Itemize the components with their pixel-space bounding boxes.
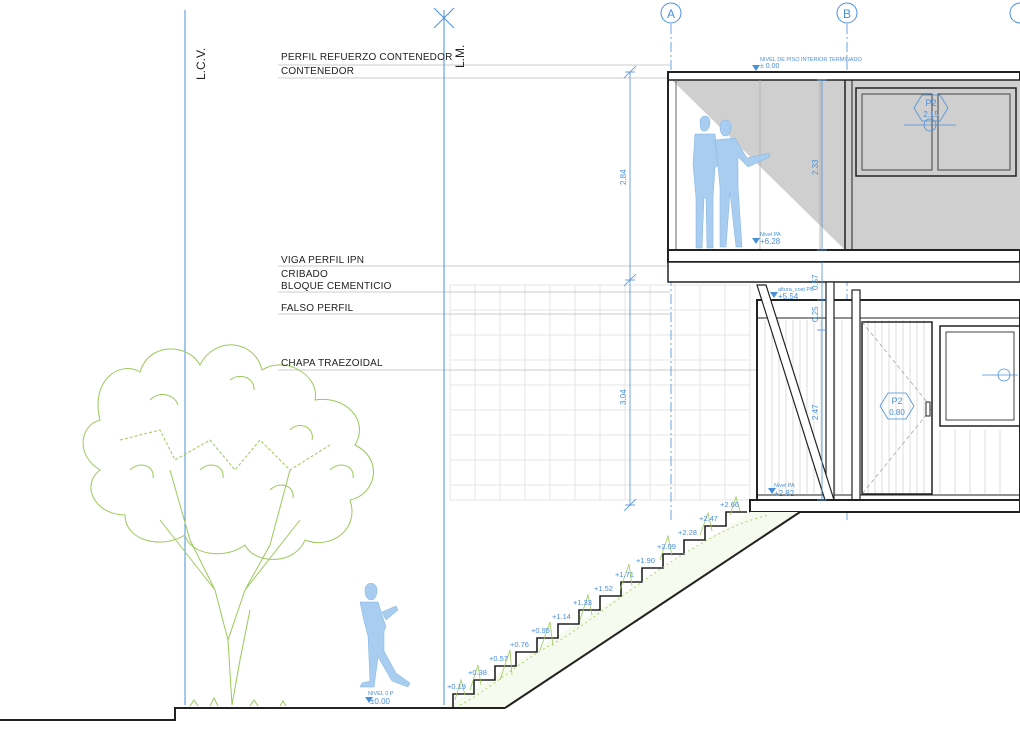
level-texts: NIVEL DE PISO INTERIOR TERMINADO ± 0.00 … [368, 57, 862, 706]
person-figures [359, 115, 771, 688]
tag-lower-value: 0.80 [889, 408, 905, 417]
lower-nivel-label: Nivel PA [774, 483, 795, 489]
axis-c-bubble [1009, 2, 1020, 24]
lower-container [749, 281, 1020, 513]
step-level-10: +1.90 [636, 556, 655, 565]
tag-lower-code: P2 [891, 396, 902, 406]
embankment [445, 511, 801, 709]
lcv-label: L.C.V. [194, 47, 208, 80]
plants [454, 495, 771, 706]
step-level-4: +0.76 [510, 640, 529, 649]
note-contenedor: CONTENEDOR [281, 66, 355, 77]
note-perfil-refuerzo: PERFIL REFUERZO CONTENEDOR [281, 52, 453, 63]
cribado-lattice [449, 284, 751, 501]
step-level-11: +2.09 [657, 542, 676, 551]
stair-profile [445, 511, 747, 709]
note-chapa: CHAPA TRAEZOIDAL [281, 358, 383, 369]
note-viga: VIGA PERFIL IPN [281, 255, 365, 266]
dim-2-47: 2.47 [811, 404, 820, 420]
step-level-7: +1.33 [573, 598, 592, 607]
lower-nivel-value: +2.82 [774, 489, 795, 498]
step-level-9: +1.71 [615, 570, 634, 579]
opening-tags [879, 94, 1018, 420]
note-bloque: BLOQUE CEMENTICIO [281, 281, 392, 292]
step-level-5: +0.95 [531, 626, 550, 635]
tree-illustration [82, 344, 374, 707]
ground-level-label: NIVEL 0 P [368, 691, 394, 697]
step-level-2: +0.38 [468, 668, 487, 677]
lm-label: L.M. [453, 44, 467, 68]
dim-2-33: 2.33 [811, 159, 820, 175]
step-level-1: +0.19 [447, 682, 466, 691]
level-markers [365, 65, 778, 703]
note-leaders [278, 64, 760, 371]
mid-level-label: altura_cost PB [778, 287, 814, 293]
axis-a-bubble [660, 2, 682, 24]
step-level-14: +2.66 [720, 500, 739, 509]
dim-0-25: 0.25 [811, 306, 820, 322]
step-level-3: +0.57 [489, 654, 508, 663]
dim-3-04: 3.04 [619, 389, 628, 405]
step-level-texts: +0.19+0.38+0.57+0.76+0.95+1.14+1.33+1.52… [447, 500, 739, 691]
step-level-12: +2.28 [678, 528, 697, 537]
axis-a-label: A [667, 7, 675, 21]
ground-level-value: ±0.00 [370, 697, 391, 706]
step-level-8: +1.52 [594, 584, 613, 593]
top-level-note: NIVEL DE PISO INTERIOR TERMINADO [760, 57, 862, 63]
dimension-texts: 2.84 3.04 2.33 0.57 0.25 2.47 [619, 159, 820, 420]
tag-upper-code: P2 [925, 98, 936, 108]
mid-level-value: +5.54 [778, 292, 799, 301]
dimension-lines [623, 65, 827, 512]
axis-b-label: B [843, 7, 851, 21]
tag-texts: P2 2.15 P2 0.80 [889, 98, 939, 417]
upper-nivel-label: Nivel PA [760, 232, 781, 238]
lm-cross-icon [433, 7, 455, 29]
tag-upper-value: 2.15 [923, 110, 939, 119]
step-level-13: +2.47 [699, 514, 718, 523]
top-level-value: ± 0.00 [760, 63, 780, 70]
dim-0-57: 0.57 [811, 274, 820, 290]
note-falso: FALSO PERFIL [281, 303, 354, 314]
upper-nivel-value: +6.28 [760, 237, 781, 246]
dim-2-84: 2.84 [619, 169, 628, 185]
axis-b-bubble [836, 2, 858, 24]
step-level-6: +1.14 [552, 612, 571, 621]
ground-line [0, 707, 445, 721]
stair-steps [445, 511, 747, 709]
note-cribado: CRIBADO [281, 269, 328, 280]
